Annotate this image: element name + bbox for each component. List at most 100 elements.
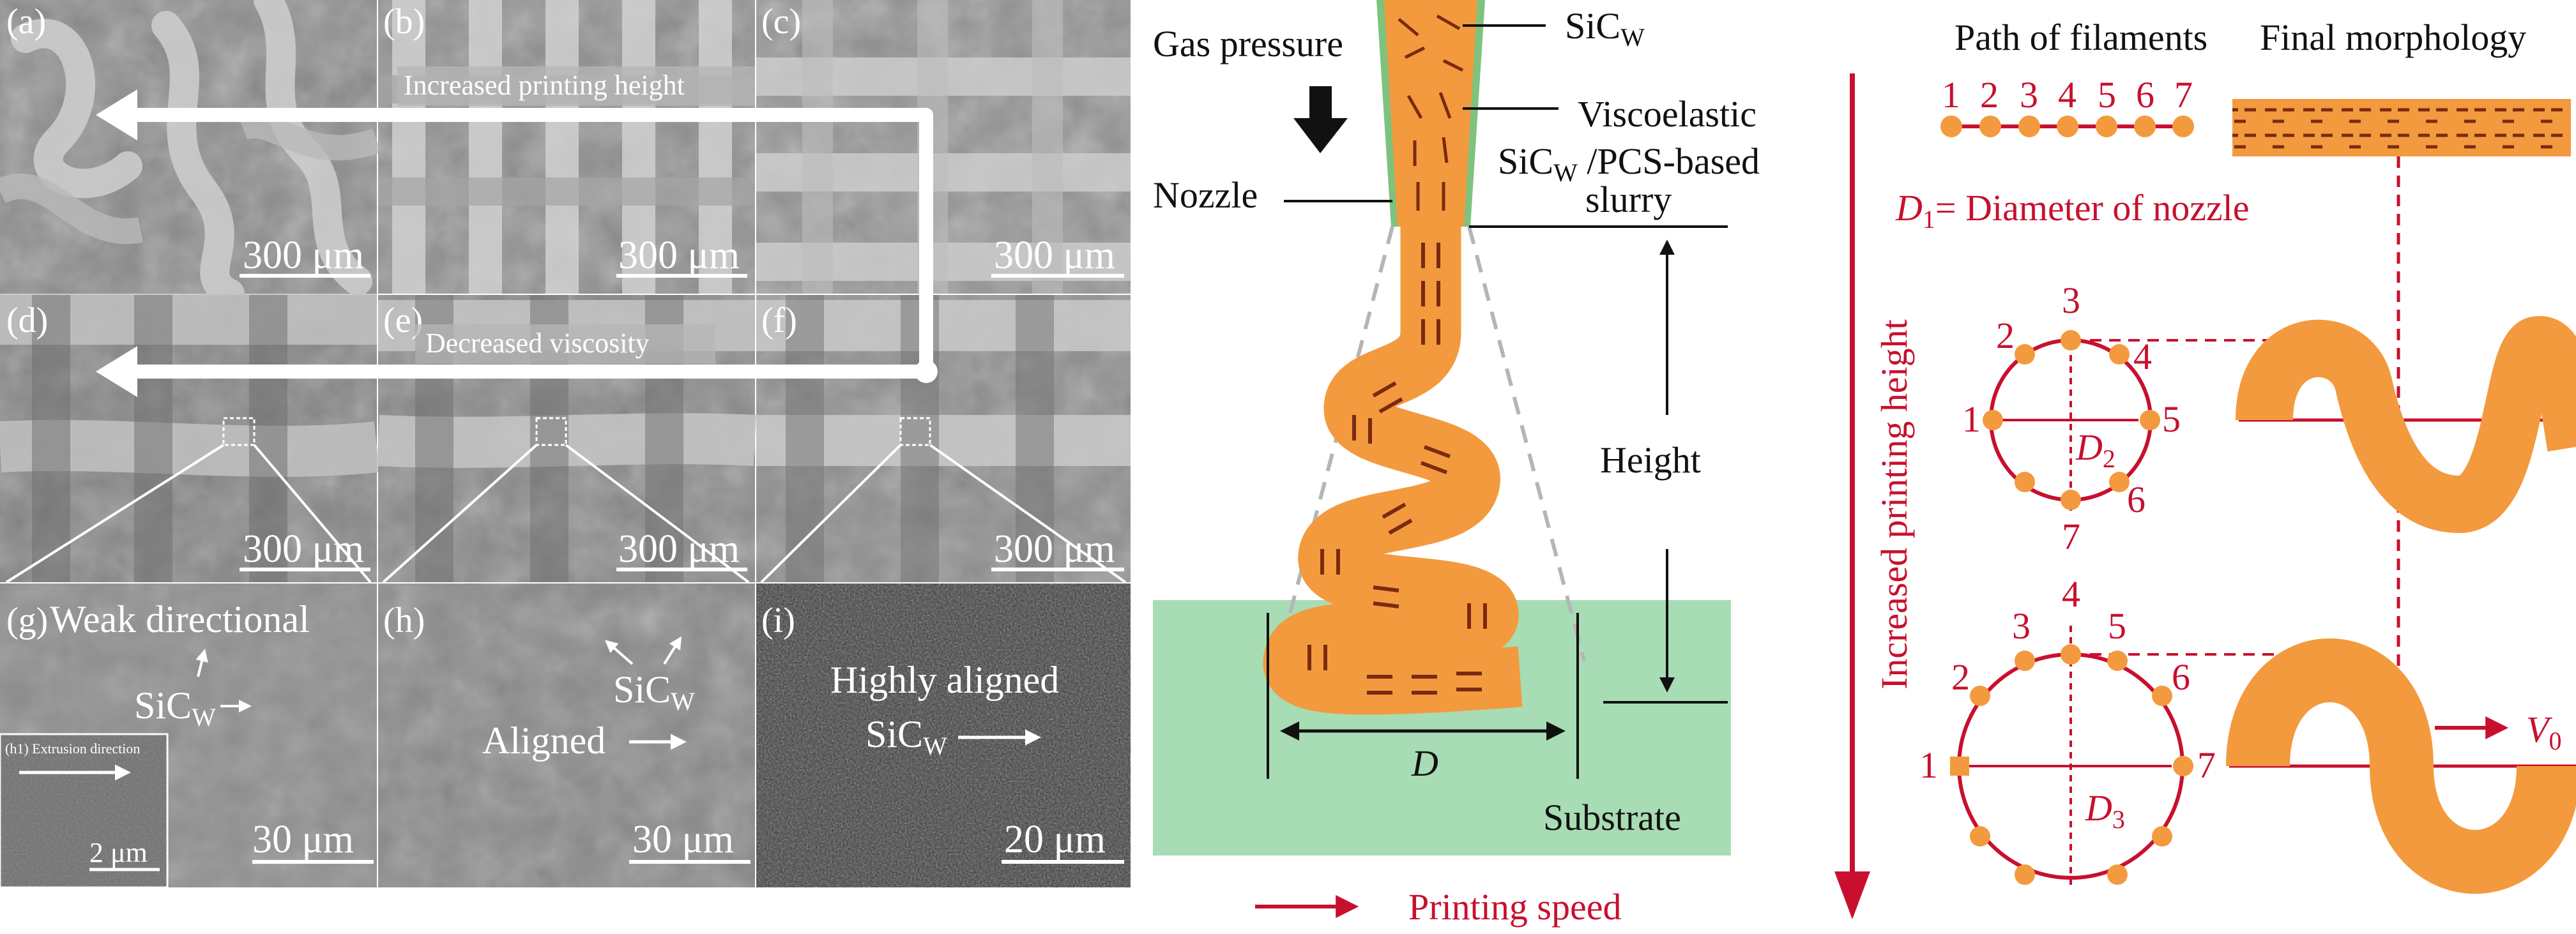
panel-label-c: (c) — [761, 2, 801, 41]
svg-text:D2: D2 — [2075, 426, 2115, 473]
scale-label-c: 300 μm — [994, 234, 1115, 277]
whisker-label: SiC — [1565, 5, 1620, 47]
sem-grid: (a) 300 μm (b) 300 μm (c) 300 μm — [0, 0, 1131, 889]
scale-label-h: 30 μm — [632, 818, 734, 861]
svg-text:SiCW /PCS-based: SiCW /PCS-based — [1498, 140, 1760, 187]
height-label: Height — [1600, 439, 1701, 481]
whiskers-in-nozzle — [1398, 14, 1464, 211]
svg-text:5: 5 — [2162, 398, 2181, 440]
scale-label-a: 300 μm — [243, 234, 364, 277]
straight-path: 1 2 3 4 5 6 7 — [1940, 74, 2194, 137]
svg-text:1: 1 — [1962, 398, 1981, 440]
path-numbers: 1 2 3 4 5 6 7 — [1942, 74, 2193, 116]
v0-label: V — [2526, 709, 2553, 750]
slurry-label-line2: slurry — [1585, 179, 1672, 220]
svg-text:6: 6 — [2127, 479, 2145, 520]
panel-label-i: (i) — [761, 601, 795, 640]
circle-path-d2: 1 2 3 4 5 6 7 D2 — [1962, 280, 2274, 557]
sem-panel-c: (c) 300 μm — [756, 0, 1131, 294]
svg-text:D1= Diameter of nozzle: D1= Diameter of nozzle — [1895, 187, 2250, 234]
svg-text:SiCW: SiCW — [613, 668, 695, 716]
path-number-2: 2 — [1980, 74, 1999, 116]
slurry-in-nozzle — [1384, 0, 1477, 227]
panel-i-whisker: SiC — [865, 713, 923, 755]
sem-panel-f: (f) 300 μm — [756, 295, 1131, 584]
final-large-wave — [2226, 638, 2576, 894]
panel-h-whisker-sub: W — [671, 687, 695, 716]
d1-label-rest: = Diameter of nozzle — [1935, 187, 2250, 229]
d3-label-sub: 3 — [2112, 805, 2125, 834]
diameter-label: D — [1411, 742, 1438, 784]
sem-panel-i: (i) Highly aligned SiCW 20 μm — [756, 584, 1131, 887]
inset-h1: (h1) Extrusion direction 2 μm — [0, 733, 169, 889]
panel-label-h: (h) — [383, 601, 425, 640]
scale-label-i: 20 μm — [1004, 818, 1106, 861]
panel-label-g: (g) — [6, 601, 48, 640]
scale-label-d: 300 μm — [243, 527, 364, 571]
final-small-wave — [2236, 315, 2576, 534]
circle-path-d3: 1 2 3 4 5 6 7 D3 — [1919, 573, 2280, 887]
nozzle-diagram: Gas pressure SiCW Viscoelastic SiCW /PCS… — [1153, 0, 1760, 928]
scale-label-g: 30 μm — [252, 818, 354, 861]
slurry-label-sub: W — [1553, 158, 1578, 187]
panel-g-whisker-sub: W — [192, 703, 216, 732]
sem-panel-a: (a) 300 μm — [0, 0, 381, 308]
sem-panel-b: (b) 300 μm — [378, 0, 755, 294]
svg-text:7: 7 — [2062, 516, 2080, 557]
panel-g-whisker: SiC — [134, 684, 192, 727]
panel-i-title: Highly aligned — [830, 659, 1059, 701]
coiled-filament — [1263, 227, 1523, 715]
path-number-6: 6 — [2136, 74, 2154, 116]
svg-text:1: 1 — [1919, 744, 1938, 786]
panel-h-whisker: SiC — [613, 668, 671, 711]
path-title: Path of filaments — [1955, 17, 2207, 58]
sem-panel-d: (d) 300 μm — [0, 294, 380, 584]
whiskers-in-filament — [1307, 243, 1487, 695]
path-number-1: 1 — [1942, 74, 1960, 116]
svg-text:2: 2 — [1951, 656, 1970, 698]
svg-text:6: 6 — [2172, 656, 2190, 698]
d1-label: D — [1895, 187, 1923, 229]
arrow-label-increased-height: Increased printing height — [404, 70, 685, 101]
arrow-label-decreased-viscosity: Decreased viscosity — [425, 328, 650, 359]
inset-h1-label: (h1) Extrusion direction — [5, 741, 140, 757]
slurry-label-main: SiC — [1498, 140, 1553, 182]
d2-label-sub: 2 — [2103, 444, 2115, 473]
svg-text:3: 3 — [2062, 280, 2080, 321]
svg-text:3: 3 — [2012, 605, 2031, 647]
svg-text:4: 4 — [2062, 573, 2080, 615]
panel-label-b: (b) — [383, 2, 425, 41]
svg-text:V0: V0 — [2526, 709, 2561, 755]
panel-i-whisker-sub: W — [923, 732, 947, 760]
sem-panel-g: (g) Weak directional SiCW 30 μm (h1) Ext… — [0, 584, 377, 889]
d3-label: D — [2085, 787, 2112, 829]
gas-pressure-arrow — [1293, 86, 1348, 153]
filament-diagram: Path of filaments Final morphology 1 2 3… — [1834, 17, 2576, 919]
d1-label-sub: 1 — [1923, 205, 1935, 234]
path-number-7: 7 — [2174, 74, 2193, 116]
svg-text:4: 4 — [2133, 336, 2152, 377]
inset-h1-scale: 2 μm — [89, 837, 148, 868]
nozzle-label: Nozzle — [1153, 174, 1258, 216]
viscoelastic-label: Viscoelastic — [1578, 93, 1757, 135]
substrate-label: Substrate — [1543, 797, 1681, 838]
svg-text:SiCW: SiCW — [865, 713, 947, 760]
vertical-increased-height-label: Increased printing height — [1873, 319, 1915, 689]
printing-speed-label: Printing speed — [1408, 886, 1621, 928]
svg-text:2: 2 — [1996, 315, 2015, 356]
panel-label-f: (f) — [761, 301, 797, 340]
final-title: Final morphology — [2260, 17, 2526, 58]
gas-pressure-label: Gas pressure — [1153, 23, 1343, 64]
path-number-5: 5 — [2098, 74, 2116, 116]
svg-text:5: 5 — [2108, 605, 2126, 647]
sem-trend-arrows: Increased printing height Decreased visc… — [96, 66, 938, 397]
scale-label-f: 300 μm — [994, 527, 1115, 571]
slurry-label-rest: /PCS-based — [1578, 140, 1760, 182]
panel-label-a: (a) — [6, 2, 46, 41]
whisker-label-sub: W — [1620, 23, 1645, 52]
panel-label-d: (d) — [6, 301, 48, 340]
path-dots — [1940, 116, 2194, 137]
scale-label-e: 300 μm — [618, 527, 740, 571]
svg-text:SiCW: SiCW — [134, 684, 216, 732]
